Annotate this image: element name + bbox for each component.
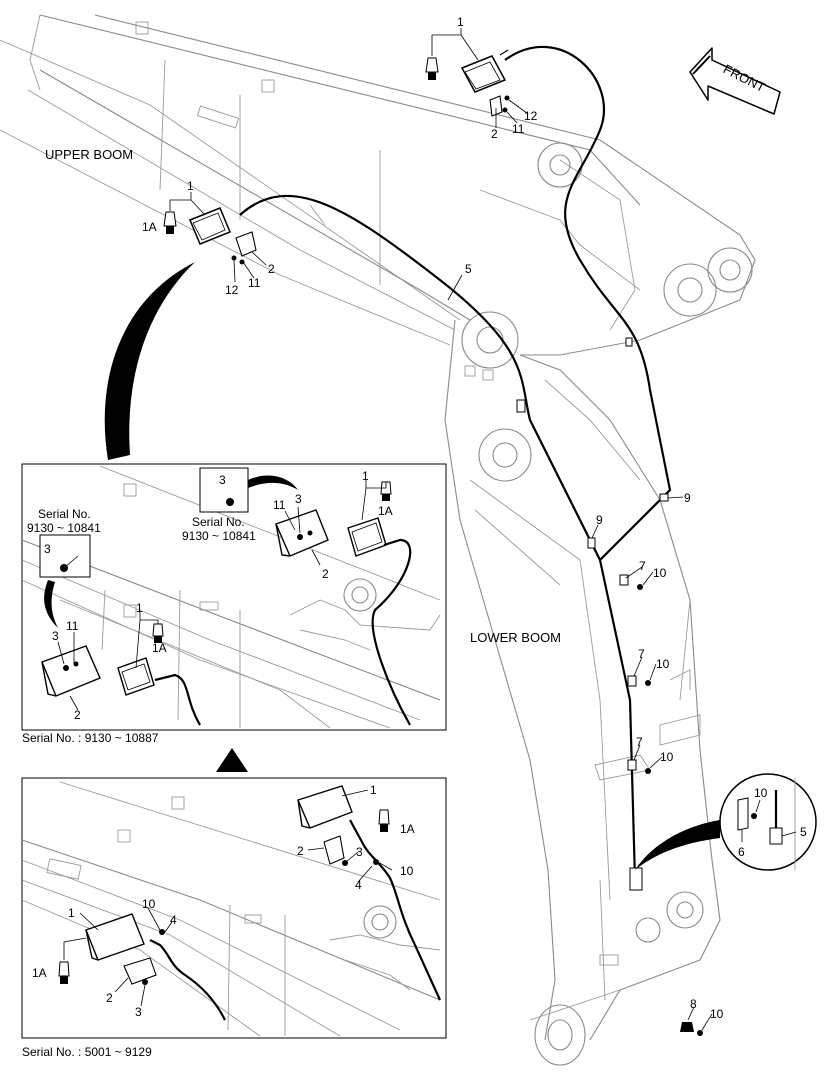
- bulb-1a-icon: [152, 623, 164, 643]
- callout-1a: 1A: [400, 822, 415, 836]
- detail-callout-6: 6: [738, 845, 745, 859]
- inset-bottom-text: Serial No. : 5001 ~ 9129 1 1A 2 3 4 10 1…: [22, 783, 415, 1059]
- callout-11: 11: [66, 619, 79, 633]
- callout-7: 7: [639, 559, 646, 573]
- inset-bottom-structure: [21, 781, 441, 1037]
- callout-1: 1: [187, 179, 194, 193]
- callout-10: 10: [710, 1007, 724, 1021]
- callout-3: 3: [295, 492, 302, 506]
- bulb-1a-icon: [163, 211, 177, 234]
- detail-box-screw-left: [39, 534, 91, 628]
- callout-11: 11: [248, 276, 261, 290]
- callout-3: 3: [219, 473, 226, 487]
- callout-2: 2: [74, 708, 81, 722]
- callout-10: 10: [400, 864, 414, 878]
- upper-boom-work-lamp: [163, 204, 326, 265]
- inset-top-leaders: [57, 480, 387, 711]
- upper-boom-body: [0, 14, 756, 356]
- callout-1: 1: [370, 783, 377, 797]
- callout-3: 3: [44, 542, 51, 556]
- callout-1: 1: [136, 601, 143, 615]
- wiring-harness: [239, 46, 672, 881]
- callout-3: 3: [52, 629, 59, 643]
- callout-1a: 1A: [152, 641, 167, 655]
- serial-note-left: Serial No.: [38, 507, 91, 521]
- callout-1: 1: [457, 15, 464, 29]
- callout-10: 10: [653, 566, 667, 580]
- callout-2: 2: [106, 991, 113, 1005]
- detail-callout-5: 5: [800, 825, 807, 839]
- callout-10: 10: [656, 657, 670, 671]
- callout-2: 2: [491, 127, 498, 141]
- inset-bottom-leaders: [63, 789, 393, 1007]
- inset-top-lamp-right: [275, 481, 412, 726]
- inset-bottom-lamp-left: [58, 913, 226, 1021]
- callout-swoop: [104, 262, 720, 870]
- inset-top-structure: [21, 465, 441, 729]
- callout-12: 12: [225, 283, 239, 297]
- front-direction-arrow: [689, 47, 781, 115]
- top-work-lamp: [425, 55, 510, 117]
- bulb-1a-icon: [425, 57, 439, 80]
- callout-4: 4: [170, 913, 177, 927]
- boom-pin-bosses: [461, 142, 753, 1066]
- upper-boom-label: UPPER BOOM: [45, 147, 133, 162]
- callout-2: 2: [297, 844, 304, 858]
- inset-top-lamp-left: [41, 623, 201, 726]
- callout-11: 11: [273, 498, 286, 512]
- detail-box-screw-center: [199, 467, 298, 513]
- callout-4: 4: [355, 878, 362, 892]
- main-leader-lines: [169, 28, 713, 1031]
- serial-range-center: 9130 ~ 10841: [182, 529, 256, 543]
- callout-1a: 1A: [142, 220, 157, 234]
- callout-7: 7: [636, 735, 643, 749]
- callout-5: 5: [465, 262, 472, 276]
- lower-boom-label: LOWER BOOM: [470, 630, 561, 645]
- callout-12: 12: [524, 109, 538, 123]
- callout-1a: 1A: [32, 966, 47, 980]
- detail-circle-clip: [719, 773, 817, 871]
- callout-2: 2: [322, 567, 329, 581]
- callout-1: 1: [68, 906, 75, 920]
- serial-note-center: Serial No.: [192, 515, 245, 529]
- callout-8: 8: [690, 997, 697, 1011]
- boom-brackets: [135, 21, 701, 966]
- callout-10: 10: [142, 897, 156, 911]
- harness-clips: [516, 337, 703, 1036]
- inset-bottom-frame: [21, 777, 447, 1039]
- inset-top-text: Serial No. 9130 ~ 10841 Serial No. 9130 …: [22, 469, 393, 745]
- lower-boom-body: [444, 319, 721, 1041]
- bulb-1a-icon: [58, 961, 70, 984]
- serial-range-left: 9130 ~ 10841: [27, 521, 101, 535]
- callout-9: 9: [596, 513, 603, 527]
- callout-3: 3: [135, 1005, 142, 1019]
- callout-7: 7: [638, 647, 645, 661]
- inset-top-caption: Serial No. : 9130 ~ 10887: [22, 731, 159, 745]
- callout-9: 9: [684, 491, 691, 505]
- callout-10: 10: [660, 750, 674, 764]
- callout-3: 3: [356, 845, 363, 859]
- callout-2: 2: [268, 262, 275, 276]
- callout-11: 11: [512, 122, 525, 136]
- callout-1: 1: [362, 469, 369, 483]
- inset-bottom-caption: Serial No. : 5001 ~ 9129: [22, 1045, 152, 1059]
- callout-1a: 1A: [378, 504, 393, 518]
- detail-callout-10: 10: [754, 786, 768, 800]
- direction-triangle-icon: [216, 748, 248, 772]
